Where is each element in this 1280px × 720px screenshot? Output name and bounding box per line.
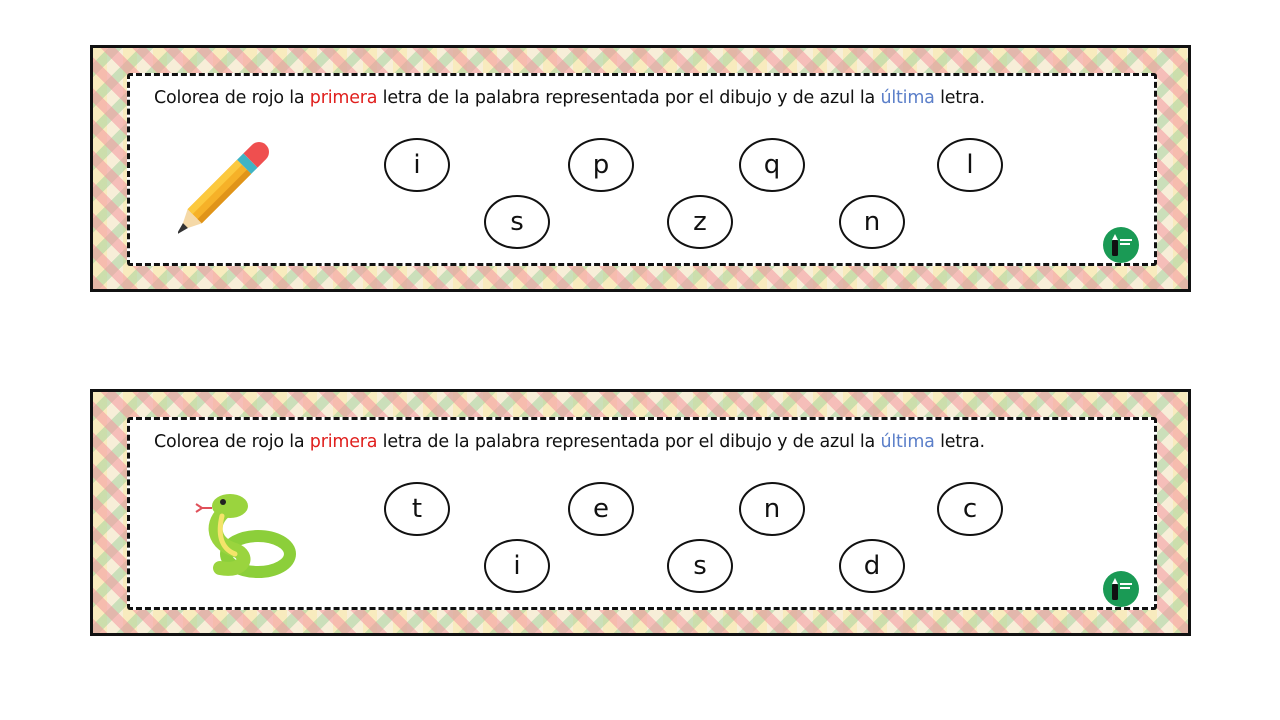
instruction-last-word: última [880, 88, 935, 108]
letter-circle[interactable]: i [484, 539, 550, 593]
instruction-text: Colorea de rojo la primera letra de la p… [154, 432, 985, 452]
letter-circle[interactable]: i [384, 138, 450, 192]
orientacion-andujar-logo-icon [1103, 227, 1139, 263]
letter-circle[interactable]: s [667, 539, 733, 593]
instruction-first-word: primera [309, 432, 378, 452]
letter-circle[interactable]: q [739, 138, 805, 192]
dashed-frame: Colorea de rojo la primera letra de la p… [127, 417, 1157, 610]
instruction-part: Colorea de rojo la [154, 88, 310, 108]
instruction-part: Colorea de rojo la [154, 432, 310, 452]
dashed-frame: Colorea de rojo la primera letra de la p… [127, 73, 1157, 266]
letter-circle[interactable]: c [937, 482, 1003, 536]
instruction-part: letra. [934, 432, 985, 452]
letter-circle[interactable]: d [839, 539, 905, 593]
letter-circle[interactable]: s [484, 195, 550, 249]
worksheet-card-2: Colorea de rojo la primera letra de la p… [90, 389, 1191, 636]
instruction-part: letra. [934, 88, 985, 108]
letter-circle[interactable]: e [568, 482, 634, 536]
instruction-part: letra de la palabra representada por el … [377, 88, 881, 108]
instruction-first-word: primera [309, 88, 378, 108]
letter-circle[interactable]: z [667, 195, 733, 249]
letter-circle[interactable]: n [839, 195, 905, 249]
letter-circle[interactable]: n [739, 482, 805, 536]
letter-circle[interactable]: l [937, 138, 1003, 192]
instruction-last-word: última [880, 432, 935, 452]
letter-circle[interactable]: p [568, 138, 634, 192]
orientacion-andujar-logo-icon [1103, 571, 1139, 607]
instruction-text: Colorea de rojo la primera letra de la p… [154, 88, 985, 108]
instruction-part: letra de la palabra representada por el … [377, 432, 881, 452]
letter-circle[interactable]: t [384, 482, 450, 536]
snake-icon [195, 494, 296, 578]
pencil-icon [178, 142, 269, 234]
worksheet-card-1: Colorea de rojo la primera letra de la p… [90, 45, 1191, 292]
